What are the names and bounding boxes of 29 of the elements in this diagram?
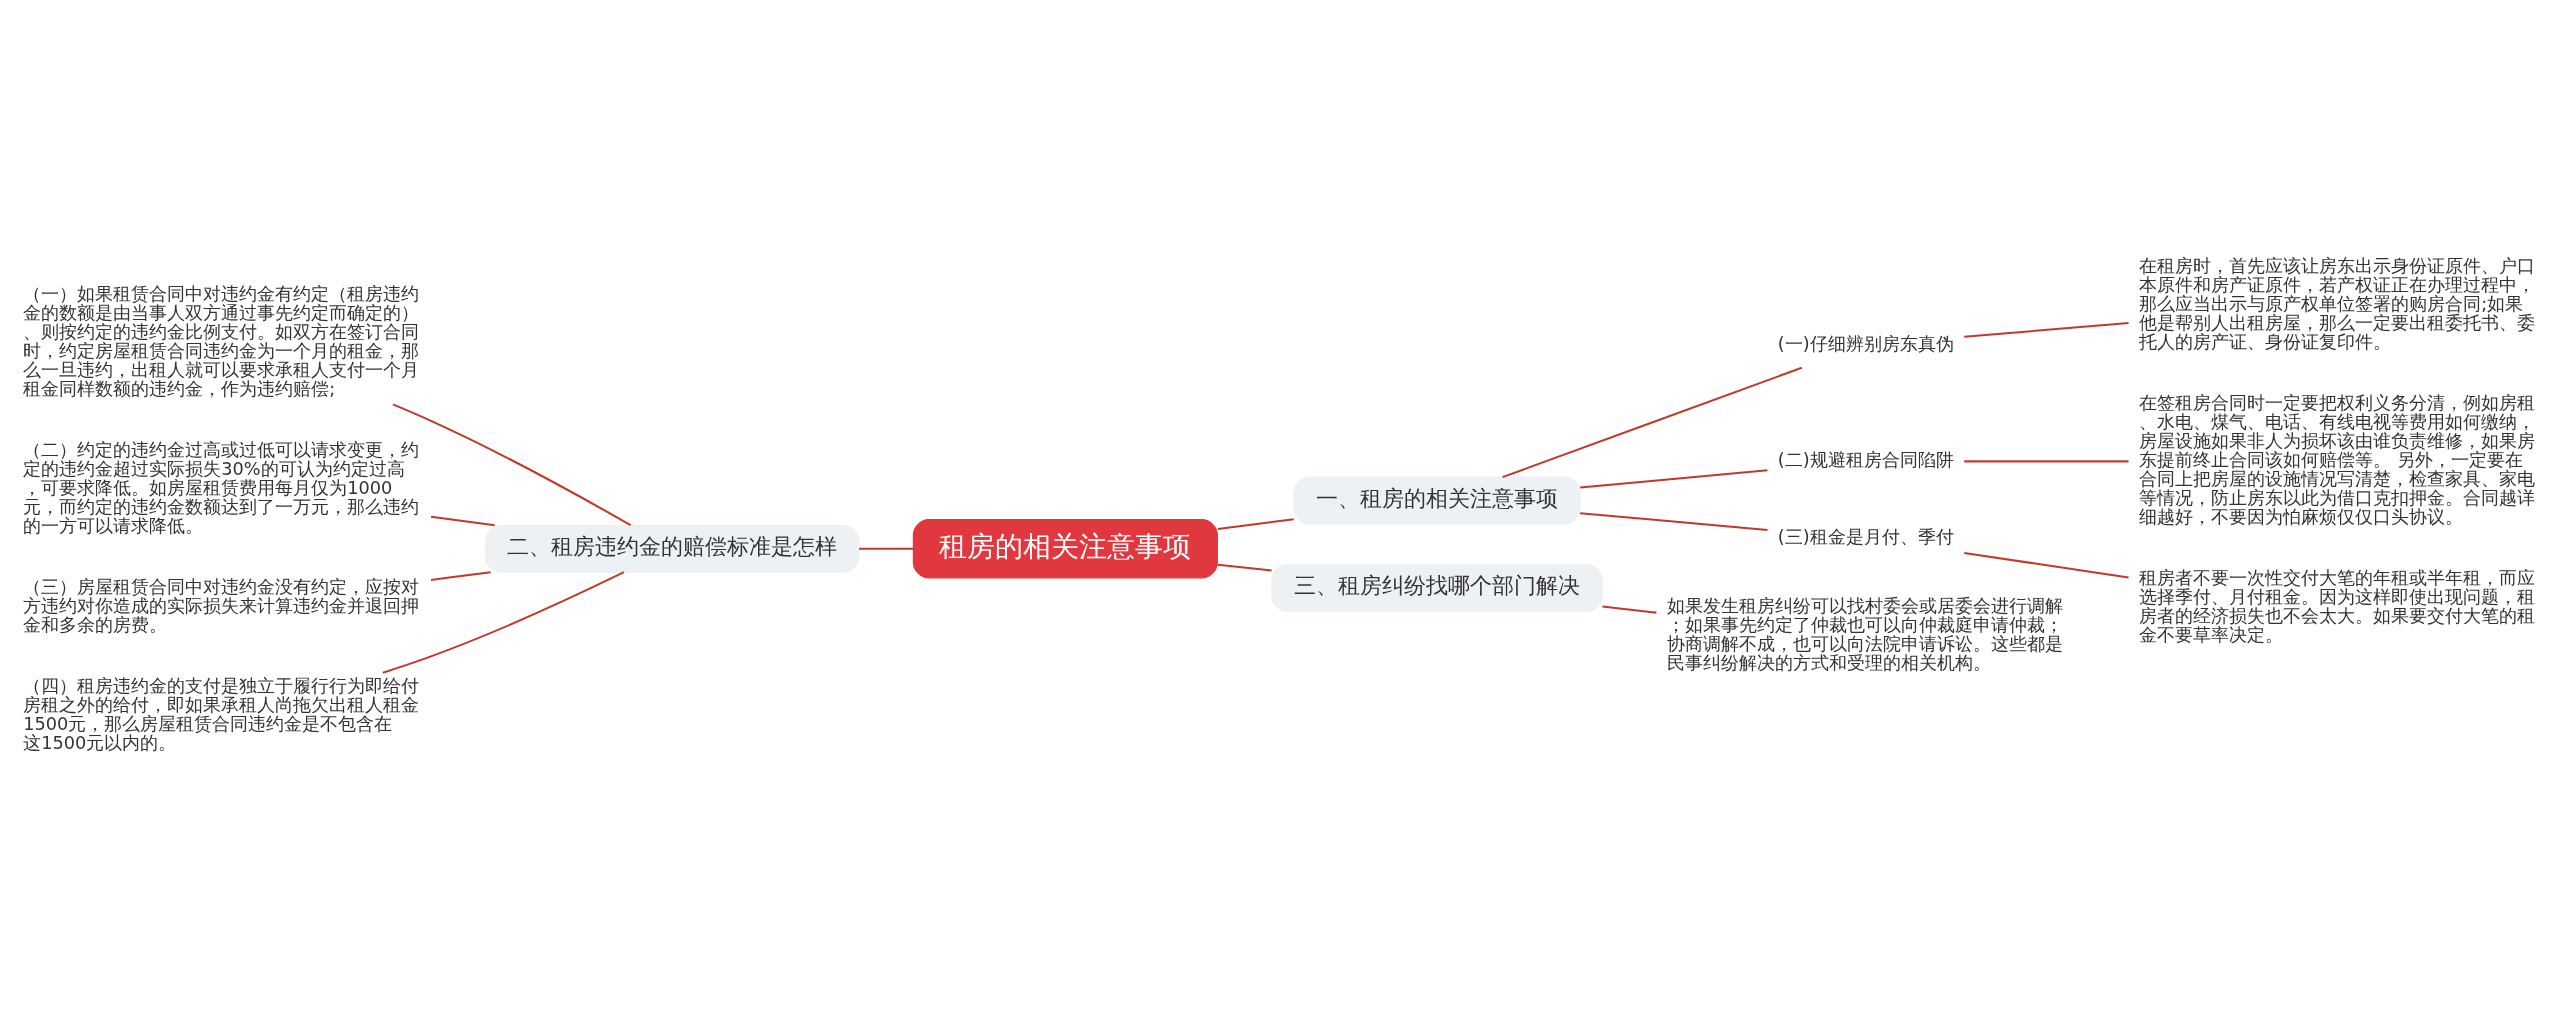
connector (1580, 468, 1768, 489)
node-text: 如果发生租房纠纷可以找村委会或居委会进行调解；如果事先约定了仲裁也可以向仲裁庭申请仲裁；协商调解不成，也可以向法院申请诉讼。这些都是民事纠纷解决的方式和受理的相关机构。 (1666, 595, 2063, 673)
connector (1217, 517, 1294, 530)
node-text: (二)规避租房合同陷阱 (1777, 449, 1954, 470)
connector (430, 515, 495, 526)
node-text: （三）房屋租赁合同中对违约金没有约定，应按对方违约对你造成的实际损失来计算违约金并退回押金和多余的房费。 (23, 576, 420, 635)
node-box: 三、租房纠纷找哪个部门解决 (1271, 563, 1603, 612)
connector (430, 570, 491, 581)
node-text: 租房者不要一次性交付大笔的年租或半年租，而应选择季付、月付租金。因为这样即使出现问题，租房者的经济损失也不会太大。如果要交付大笔的租金不要草率决定。 (2139, 567, 2536, 645)
connector (1964, 551, 2129, 578)
connector (1217, 563, 1272, 572)
node-box: 一、租房的相关注意事项 (1293, 476, 1581, 525)
connector (382, 570, 625, 674)
connector (1502, 366, 1803, 478)
node-text: （二）约定的违约金过高或过低可以请求变更，约定的违约金超过实际损失30%的可认为约定过高，可要求降低。如房屋租赁费用每月仅为1000元，而约定的违约金数额达到了一万元，那么违约的一方可以请求降低。 (23, 439, 420, 536)
connector (1964, 459, 2129, 462)
connector (859, 547, 914, 550)
node-text: 在租房时，首先应该让房东出示身份证原件、户口本原件和房产证原件，若产权证正在办理过程中，那么应当出示与原产权单位签署的购房合同;如果他是帮别人出租房屋，那么一定要出租委托书、委托人的房产证、身份证复印件。 (2139, 255, 2536, 352)
connector (1580, 511, 1768, 531)
node-text: (三)租金是月付、季付 (1777, 526, 1954, 547)
node-text: （一）如果租赁合同中对违约金有约定（租房违约金的数额是由当事人双方通过事先约定而确定的）、则按约定的违约金比例支付。如双方在签订合同时，约定房屋租赁合同违约金为一个月的租金，那么一旦违约，出租人就可以要求承租人支付一个月租金同样数额的违约金，作为违约赔偿; (23, 283, 420, 399)
node-text: (一)仔细辨别房东真伪 (1777, 333, 1954, 354)
node-box: 租房的相关注意事项 (912, 518, 1218, 578)
node-text: （四）租房违约金的支付是独立于履行行为即给付房租之外的给付，即如果承租人尚拖欠出租人租金1500元，那么房屋租赁合同违约金是不包含在这1500元以内的。 (23, 675, 420, 753)
connector (1602, 605, 1657, 614)
connector (1964, 321, 2129, 338)
node-box: 二、租房违约金的赔偿标准是怎样 (484, 524, 860, 573)
connector (392, 402, 632, 526)
node-text: 在签租房合同时一定要把权利义务分清，例如房租、水电、煤气、电话、有线电视等费用如何缴纳，房屋设施如果非人为损坏该由谁负责维修，如果房东提前终止合同该如何赔偿等。 另外，一定要在合同上把房屋的设施情况写清楚，检查家具、家电等情况，防止房东以此为借口克扣押金。合同越详细越好，不要因为怕麻烦仅仅口头协议。 (2139, 392, 2536, 527)
